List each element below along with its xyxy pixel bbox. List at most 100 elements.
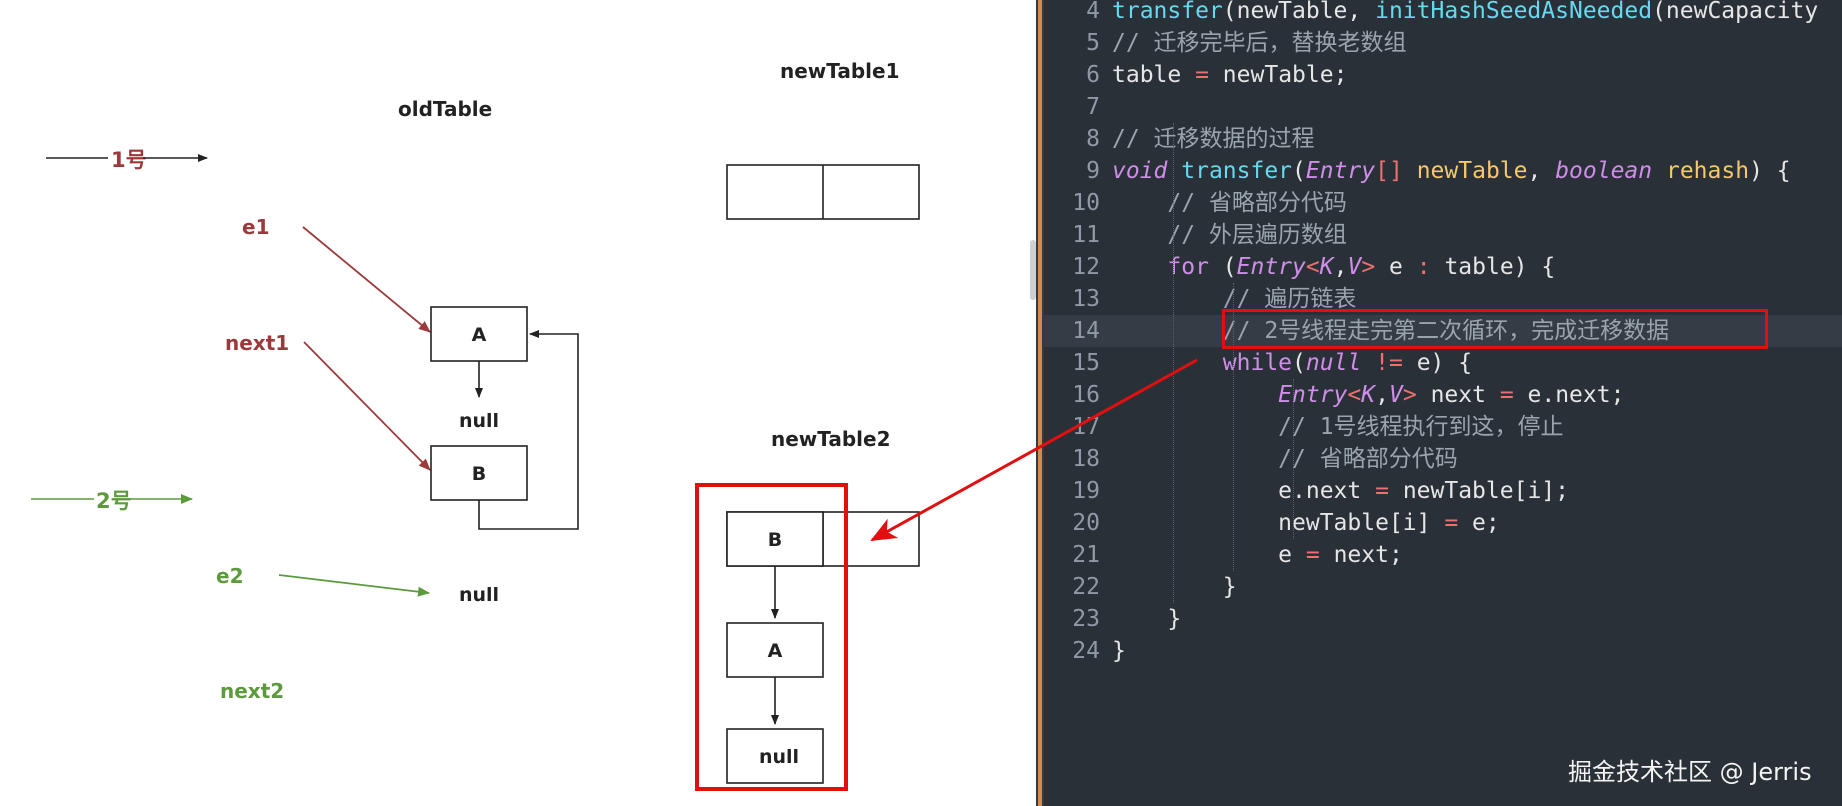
- code-token: }: [1112, 638, 1126, 664]
- code-line[interactable]: 20 newTable[i] = e;: [1036, 507, 1842, 539]
- code-token: boolean: [1555, 158, 1653, 184]
- code-line[interactable]: 13 // 遍历链表: [1036, 283, 1842, 315]
- watermark: 掘金技术社区 @ Jerris: [1568, 758, 1812, 786]
- code-token: void: [1112, 158, 1168, 184]
- code-token: transfer: [1112, 0, 1223, 24]
- hashmap-transfer-diagram: oldTable newTable1 newTable2 1号 e1 next1…: [31, 59, 920, 791]
- code-text: // 迁移完毕后，替换老数组: [1112, 27, 1407, 59]
- code-line[interactable]: 9 void transfer(Entry[] newTable, boolean…: [1036, 155, 1842, 187]
- code-line[interactable]: 18 // 省略部分代码: [1036, 443, 1842, 475]
- old-null-2: null: [459, 584, 499, 606]
- thread2-label: 2号: [96, 489, 132, 513]
- code-token: [1652, 158, 1666, 184]
- code-token: e.next;: [1513, 382, 1625, 408]
- next2-label: next2: [220, 679, 284, 703]
- code-line[interactable]: 5 // 迁移完毕后，替换老数组: [1036, 27, 1842, 59]
- code-token: V: [1389, 382, 1403, 408]
- new2-node-null: [726, 728, 824, 784]
- new-table2-title: newTable2: [771, 427, 891, 451]
- code-token: // 遍历链表: [1222, 286, 1357, 312]
- code-token: [1112, 446, 1278, 472]
- code-token: (: [1292, 350, 1306, 376]
- code-token: [1112, 414, 1278, 440]
- line-number: 24: [1072, 638, 1100, 664]
- code-text: void transfer(Entry[] newTable, boolean …: [1112, 155, 1791, 187]
- code-line[interactable]: 11 // 外层遍历数组: [1036, 219, 1842, 251]
- new2-node-b-label: B: [768, 529, 782, 551]
- line-number: 4: [1086, 0, 1100, 24]
- code-token: e: [1375, 254, 1417, 280]
- code-text: }: [1112, 635, 1126, 667]
- code-token: :: [1416, 254, 1431, 280]
- code-token: initHashSeedAsNeeded: [1375, 0, 1653, 24]
- code-token: >: [1402, 382, 1417, 408]
- code-token: K: [1361, 382, 1376, 408]
- code-token: [1112, 318, 1223, 344]
- code-text: // 1号线程执行到这，停止: [1112, 411, 1564, 443]
- code-line[interactable]: 19 e.next = newTable[i];: [1036, 475, 1842, 507]
- code-token: newTable;: [1208, 62, 1348, 88]
- e2-label: e2: [216, 564, 243, 588]
- code-line[interactable]: 23 }: [1036, 603, 1842, 635]
- code-line[interactable]: 24}: [1036, 635, 1842, 667]
- code-token: next;: [1319, 542, 1403, 568]
- code-token: // 迁移数据的过程: [1112, 126, 1315, 152]
- code-token: [1167, 158, 1181, 184]
- code-token: [1361, 350, 1375, 376]
- code-text: // 遍历链表: [1112, 283, 1357, 315]
- code-text: for (Entry<K,V> e : table) {: [1112, 251, 1555, 283]
- code-token: (: [1292, 158, 1306, 184]
- code-token: while: [1222, 350, 1293, 376]
- code-token: [1112, 254, 1167, 280]
- line-number: 11: [1072, 222, 1100, 248]
- b-to-a-cycle-arrow: [478, 330, 579, 530]
- code-line[interactable]: 10 // 省略部分代码: [1036, 187, 1842, 219]
- editor-accent-bar: [1038, 0, 1042, 806]
- code-token: for: [1167, 254, 1209, 280]
- code-line[interactable]: 15 while(null != e) {: [1036, 347, 1842, 379]
- code-token: transfer: [1181, 158, 1293, 184]
- line-number: 22: [1072, 574, 1100, 600]
- line-number: 5: [1086, 30, 1100, 56]
- code-token: // 外层遍历数组: [1167, 222, 1347, 248]
- old-node-a: [430, 306, 528, 362]
- code-token: table) {: [1430, 254, 1556, 280]
- code-line[interactable]: 8// 迁移数据的过程: [1036, 123, 1842, 155]
- code-token: [1403, 158, 1417, 184]
- code-token: ,: [1333, 254, 1348, 280]
- code-token: // 省略部分代码: [1167, 190, 1347, 216]
- new2-node-null-label: null: [759, 746, 799, 768]
- line-number: 18: [1072, 446, 1100, 472]
- code-text: // 2号线程走完第二次循环，完成迁移数据: [1112, 315, 1669, 347]
- code-token: // 省略部分代码: [1278, 446, 1458, 472]
- code-line[interactable]: 21 e = next;: [1036, 539, 1842, 571]
- indent-guide: [1233, 283, 1234, 571]
- code-token: newTable[i];: [1388, 478, 1569, 504]
- code-line[interactable]: 7: [1036, 91, 1842, 123]
- code-line[interactable]: 16 Entry<K,V> next = e.next;: [1036, 379, 1842, 411]
- code-token: [1112, 190, 1167, 216]
- new2-node-a-label: A: [768, 640, 783, 662]
- scrollbar-thumb[interactable]: [1030, 240, 1036, 300]
- code-line[interactable]: 12 for (Entry<K,V> e : table) {: [1036, 251, 1842, 283]
- code-token: // 1号线程执行到这，停止: [1278, 414, 1564, 440]
- line-number: 9: [1086, 158, 1100, 184]
- code-token: newTable: [1416, 158, 1528, 184]
- thread1-label: 1号: [111, 148, 147, 172]
- code-line[interactable]: 14 // 2号线程走完第二次循环，完成迁移数据: [1036, 315, 1842, 347]
- new2-node-b: [726, 511, 824, 567]
- code-token: // 迁移完毕后，替换老数组: [1112, 30, 1407, 56]
- code-text: }: [1112, 603, 1181, 635]
- code-text: e = next;: [1112, 539, 1403, 571]
- new-table2-highlight-box: [695, 483, 848, 791]
- code-token: =: [1305, 542, 1320, 568]
- code-token: >: [1361, 254, 1376, 280]
- code-line[interactable]: 22 }: [1036, 571, 1842, 603]
- code-text: // 省略部分代码: [1112, 187, 1347, 219]
- code-line[interactable]: 17 // 1号线程执行到这，停止: [1036, 411, 1842, 443]
- new-table1-title: newTable1: [780, 59, 900, 83]
- old-null-1: null: [459, 410, 499, 432]
